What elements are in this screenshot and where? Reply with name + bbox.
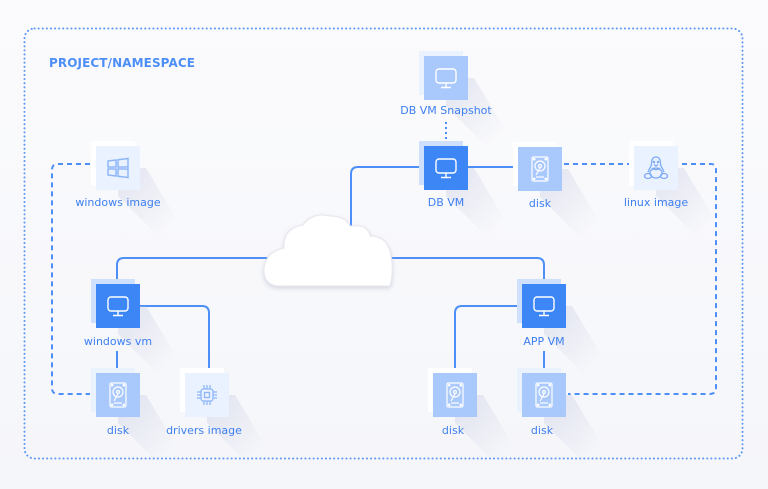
db-disk-label: disk bbox=[528, 197, 552, 210]
hard-disk-icon bbox=[96, 373, 140, 417]
node-app-disk-2[interactable] bbox=[517, 368, 614, 465]
namespace-title: PROJECT/NAMESPACE bbox=[49, 56, 196, 70]
windows-vm-label: windows vm bbox=[83, 335, 153, 348]
connector-linux-image-app-disk bbox=[568, 163, 717, 395]
db-vm-snapshot-label: DB VM Snapshot bbox=[400, 104, 492, 117]
node-app-disk-1[interactable] bbox=[428, 368, 525, 465]
node-linux-image[interactable] bbox=[629, 141, 726, 238]
connector-cloud-windows-vm bbox=[116, 257, 273, 284]
node-windows-disk[interactable] bbox=[91, 368, 188, 465]
network-cloud bbox=[263, 214, 393, 287]
monitor-icon bbox=[424, 146, 468, 190]
node-db-vm[interactable] bbox=[419, 141, 516, 238]
node-db-vm-snapshot[interactable] bbox=[419, 51, 516, 148]
linux-penguin-icon bbox=[634, 146, 678, 190]
node-drivers-image[interactable] bbox=[180, 368, 277, 465]
db-vm-label: DB VM bbox=[427, 196, 465, 209]
node-app-vm[interactable] bbox=[517, 279, 614, 376]
monitor-icon bbox=[96, 284, 140, 328]
monitor-icon bbox=[522, 284, 566, 328]
linux-image-label: linux image bbox=[623, 196, 689, 209]
hard-disk-icon bbox=[433, 373, 477, 417]
namespace-boundary bbox=[23, 27, 744, 460]
node-windows-vm[interactable] bbox=[91, 279, 188, 376]
hard-disk-icon bbox=[518, 147, 562, 191]
hard-disk-icon bbox=[522, 373, 566, 417]
connector-app-vm-disk1 bbox=[454, 305, 522, 368]
connector-cloud-db-vm bbox=[350, 166, 424, 232]
node-db-disk[interactable] bbox=[513, 142, 610, 239]
connector-windows-vm-drivers bbox=[140, 305, 210, 368]
app-disk-2-label: disk bbox=[530, 424, 554, 437]
node-windows-image[interactable] bbox=[91, 141, 188, 238]
app-disk-1-label: disk bbox=[441, 424, 465, 437]
connector-cloud-app-vm bbox=[390, 257, 545, 284]
windows-image-label: windows image bbox=[75, 196, 161, 209]
drivers-image-label: drivers image bbox=[166, 424, 242, 437]
windows-logo-icon bbox=[96, 146, 140, 190]
app-vm-label: APP VM bbox=[523, 335, 565, 348]
chip-icon bbox=[185, 373, 229, 417]
monitor-icon bbox=[424, 56, 468, 100]
windows-disk-label: disk bbox=[106, 424, 130, 437]
